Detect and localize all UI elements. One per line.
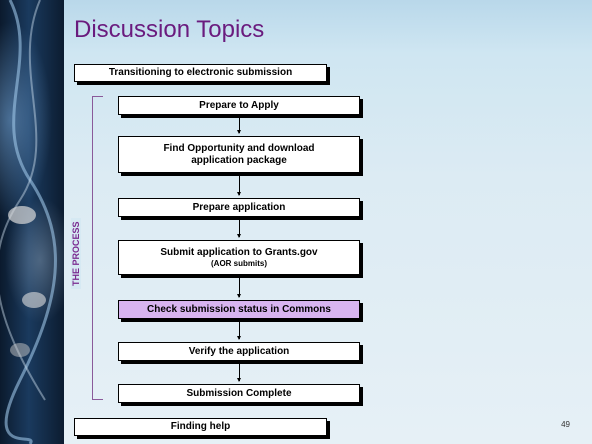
step-label: Find Opportunity and download applicatio… (163, 143, 315, 166)
step-label: Submit application to Grants.gov (160, 247, 318, 259)
process-label: THE PROCESS (71, 218, 81, 289)
step-sublabel: (AOR submits) (211, 258, 267, 268)
step-check-submission-status: Check submission status in Commons (118, 300, 360, 319)
dna-decorative-image (0, 0, 64, 444)
step-prepare-application: Prepare application (118, 198, 360, 217)
step-label: Submission Complete (186, 387, 292, 399)
transitioning-box: Transitioning to electronic submission (74, 64, 327, 82)
flow-arrow (237, 322, 241, 340)
transitioning-label: Transitioning to electronic submission (108, 67, 293, 79)
flow-arrow (237, 176, 241, 196)
step-prepare-to-apply: Prepare to Apply (118, 96, 360, 115)
step-submission-complete: Submission Complete (118, 384, 360, 403)
step-label: Verify the application (188, 345, 290, 357)
process-bracket (92, 96, 103, 400)
step-verify-application: Verify the application (118, 342, 360, 361)
flow-arrow (237, 278, 241, 298)
flow-arrow (237, 364, 241, 382)
page-number: 49 (561, 420, 570, 429)
step-label: Prepare application (192, 201, 286, 213)
flow-arrow (237, 220, 241, 238)
step-submit-application: Submit application to Grants.gov (AOR su… (118, 240, 360, 275)
step-find-opportunity: Find Opportunity and download applicatio… (118, 136, 360, 173)
slide-content: Discussion Topics Transitioning to elect… (64, 0, 592, 444)
finding-help-label: Finding help (170, 421, 231, 433)
finding-help-box: Finding help (74, 418, 327, 436)
slide-title: Discussion Topics (74, 16, 265, 43)
step-label: Prepare to Apply (199, 99, 279, 111)
dna-helix-icon (0, 0, 57, 444)
step-label: Check submission status in Commons (147, 303, 331, 315)
flow-arrow (237, 118, 241, 134)
